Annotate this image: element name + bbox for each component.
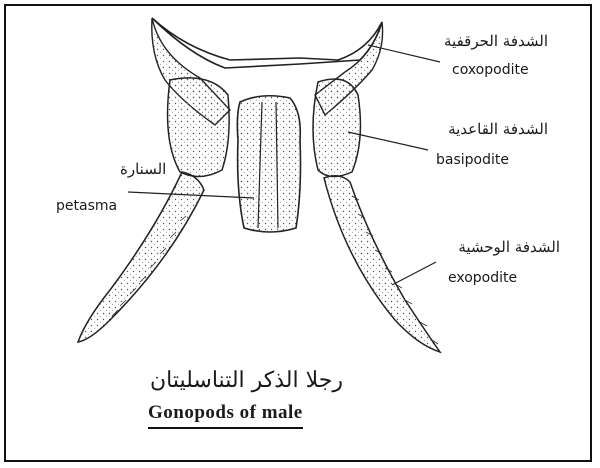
coxopodite-label-ar: الشدفة الحرقفية — [444, 32, 548, 50]
coxopodite-label-en: coxopodite — [452, 62, 529, 78]
exopodite-label-ar: الشدفة الوحشية — [458, 238, 560, 256]
left-basipodite — [168, 78, 230, 177]
caption-ar: رجلا الذكر التناسليتان — [150, 368, 343, 393]
caption-en: Gonopods of male — [148, 402, 303, 429]
basipodite-label-ar: الشدفة القاعدية — [448, 120, 548, 138]
petasma-label-ar: السنارة — [120, 160, 166, 178]
exopodite-label-en: exopodite — [448, 270, 517, 286]
right-exopodite — [324, 176, 440, 352]
basipodite-label-en: basipodite — [436, 152, 509, 168]
petasma-label-en: petasma — [56, 198, 117, 214]
coxa-bar — [152, 18, 382, 68]
right-basipodite — [313, 79, 360, 177]
leader-exopodite — [392, 262, 436, 285]
petasma-shape — [237, 96, 300, 232]
